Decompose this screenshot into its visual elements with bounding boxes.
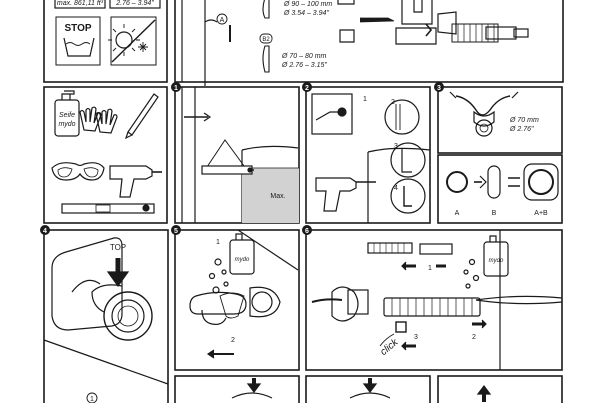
panel-step-6 [305, 229, 563, 371]
sub-step-2-c: 2 [231, 337, 235, 344]
mydo-text: mydo [58, 121, 75, 128]
detail-circle-2 [384, 99, 420, 135]
dim-b-mm: Ø 70 – 80 mm [281, 53, 327, 60]
ring-b-label: B [492, 210, 497, 217]
sub-step-3-a: 3 [394, 143, 398, 150]
detail-circle-3 [390, 142, 426, 178]
max-volume-text: max. 861,11 ft³ [57, 0, 104, 7]
max-label: Max. [270, 193, 285, 200]
drill-icon [109, 165, 153, 198]
mydo-text-2: mydo [235, 257, 250, 263]
sub-step-3-d: 3 [414, 334, 418, 341]
spirit-level-icon [61, 203, 155, 214]
soap-bottle-icon [54, 99, 80, 137]
step-6-number: 6 [305, 228, 309, 235]
ring-a [446, 171, 468, 193]
top-label: TOP [110, 243, 126, 252]
dim-b-in: Ø 2.76 – 3.15" [281, 62, 327, 69]
step-3-number: 3 [437, 85, 441, 92]
tank-water-level [242, 168, 299, 223]
ring-ab [523, 163, 559, 201]
dim-box-top [109, 0, 161, 9]
max-volume-box [54, 0, 106, 9]
seife-text: Seife [59, 112, 75, 119]
label-b2-text: B2 [262, 37, 270, 43]
goggles-icon [51, 162, 105, 181]
sub-step-2-d: 2 [472, 334, 476, 341]
label-b2-box [259, 33, 273, 44]
sub-step-1-d: 1 [428, 265, 432, 272]
ring-a-label: A [455, 210, 460, 217]
click-text: click [378, 336, 401, 358]
sub-step-1-c: 1 [216, 239, 220, 246]
dim-a-in: Ø 3.54 – 3.94" [283, 10, 329, 17]
dim-c-mm: Ø 70 mm [509, 117, 539, 124]
ring-ab-label: A+B [534, 210, 548, 217]
panel-step-2 [305, 86, 431, 224]
no-frost-icon [110, 16, 157, 66]
sub-step-1-b: 1 [90, 396, 94, 403]
label-a-circle [216, 13, 228, 25]
step-1-number: 1 [174, 85, 178, 92]
label-a-text: A [220, 17, 225, 24]
panel-step-4 [43, 229, 169, 403]
step-badges: 1 2 3 4 5 6 [40, 82, 444, 235]
sub-step-1-a: 1 [363, 96, 367, 103]
panel-step-1 [174, 86, 300, 224]
pencil-icon [127, 93, 159, 136]
text-labels: max. 861,11 ft³ 2.76 – 3.94" STOP A B2 Ø… [57, 0, 548, 403]
gloves-icon [79, 106, 102, 132]
mydo-text-3: mydo [489, 258, 504, 264]
step-2-number: 2 [305, 85, 309, 92]
sub-step-2-a: 2 [391, 99, 395, 106]
detail-circle-4 [390, 178, 426, 214]
stop-basin-icon [55, 16, 101, 66]
panel-tools [43, 86, 168, 224]
ring-b [487, 165, 501, 199]
stop-text: STOP [64, 23, 91, 34]
panel-step-3 [437, 86, 563, 154]
sub-step-4-a: 4 [394, 185, 398, 192]
dim-a-mm: Ø 90 – 100 mm [283, 1, 332, 8]
dim-c-in: Ø 2.76" [509, 126, 534, 133]
panel-top-left [43, 0, 168, 83]
panel-step-5 [174, 229, 300, 371]
panel-step-3b [437, 154, 563, 224]
step-5-number: 5 [174, 228, 178, 235]
step-4-number: 4 [43, 228, 47, 235]
panel-top-right [174, 0, 564, 86]
top-dim-text: 2.76 – 3.94" [115, 0, 154, 7]
panel-bottom-partial [174, 375, 563, 403]
